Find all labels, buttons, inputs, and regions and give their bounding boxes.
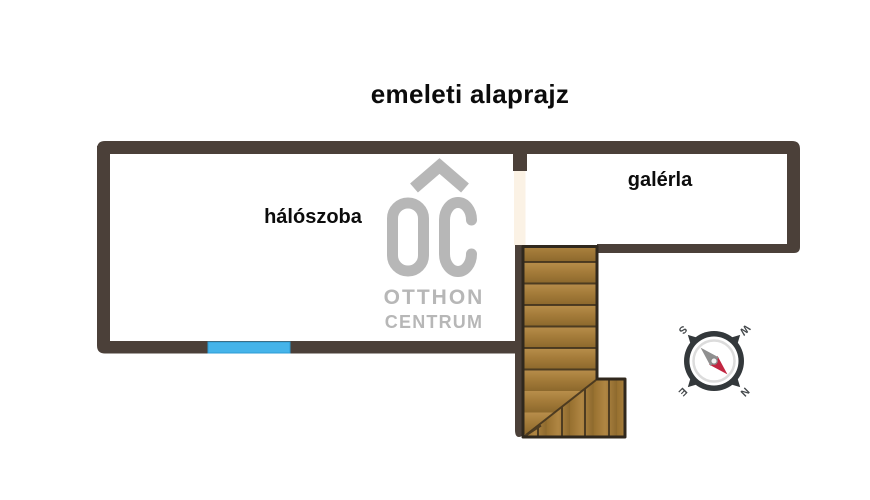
compass-letter-e: E bbox=[676, 385, 689, 398]
otthon-centrum-logo: OTTHON CENTRUM bbox=[384, 158, 485, 332]
door-opening bbox=[514, 171, 526, 245]
window-marker bbox=[207, 341, 291, 354]
logo-roof-icon bbox=[410, 158, 469, 193]
compass-rose: S W E N bbox=[676, 322, 752, 399]
stairs bbox=[521, 245, 627, 439]
compass-bezel bbox=[692, 339, 736, 383]
logo-letter-o bbox=[387, 197, 429, 277]
needle-pivot bbox=[710, 357, 718, 365]
page-title: emeleti alaprajz bbox=[370, 79, 570, 109]
wall-top bbox=[97, 141, 800, 154]
stairs-outline bbox=[521, 245, 627, 439]
stairs-winder bbox=[524, 379, 625, 437]
compass-needle bbox=[700, 347, 728, 375]
compass-letter-s: S bbox=[676, 323, 689, 336]
logo-line1: OTTHON bbox=[384, 286, 485, 309]
logo-line2: CENTRUM bbox=[385, 312, 483, 332]
room-label-gallery: galérla bbox=[627, 169, 693, 191]
stairs-tread-lines bbox=[523, 261, 610, 438]
wall-stairs bbox=[515, 245, 523, 437]
room-label-bedroom: hálószoba bbox=[264, 206, 362, 228]
compass-letter-w: W bbox=[737, 322, 753, 338]
wall-partition-stub bbox=[513, 150, 527, 171]
wall-gallery bbox=[597, 150, 800, 253]
logo-letter-c bbox=[439, 197, 477, 277]
